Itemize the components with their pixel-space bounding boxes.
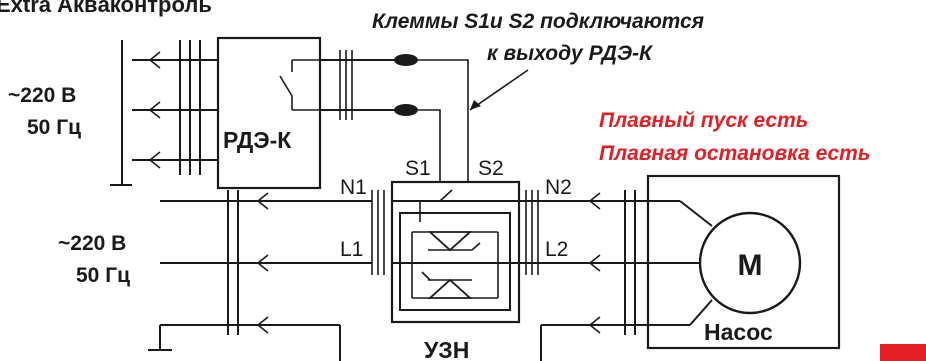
top-supply-frequency: 50 Гц [27,116,81,139]
bottom-supply-voltage: ~220 В [58,232,126,255]
terminal-n2: N2 [545,176,572,199]
terminal-n1: N1 [340,176,367,199]
terminal-l2: L2 [545,238,568,261]
diagram-title: Extra Аквaконтроль [0,0,212,17]
relay-label: РДЭ-К [223,127,292,153]
motor-icon [698,211,802,315]
top-supply-wiring [110,40,218,186]
relay-rde-k-box [216,36,322,190]
thyristor-block [392,189,519,311]
terminal-s2: S2 [478,157,504,180]
bottom-supply-frequency: 50 Гц [76,264,130,287]
relay-contact [279,59,320,111]
bottom-supply-wiring [148,190,385,361]
terminal-note-line2: к выходу РДЭ-К [487,42,654,65]
pump-label: Насос [704,319,773,345]
terminal-s1: S1 [405,157,431,180]
feature-soft-stop: Плавная остановка есть [599,142,870,165]
note-arrow [469,69,529,111]
terminal-l1: L1 [340,238,363,261]
relay-output-leads [320,50,469,182]
terminal-note-line1: Клеммы S1и S2 подключаются [372,10,704,33]
pump-internal-wiring [648,200,713,326]
uzn-box [390,180,521,324]
motor-label: M [738,249,763,282]
top-supply-voltage: ~220 В [8,84,76,107]
feature-soft-start: Плавный пуск есть [599,109,808,132]
corner-accent [880,344,926,361]
pump-wiring [519,190,648,361]
uzn-label: УЗН [424,337,469,361]
